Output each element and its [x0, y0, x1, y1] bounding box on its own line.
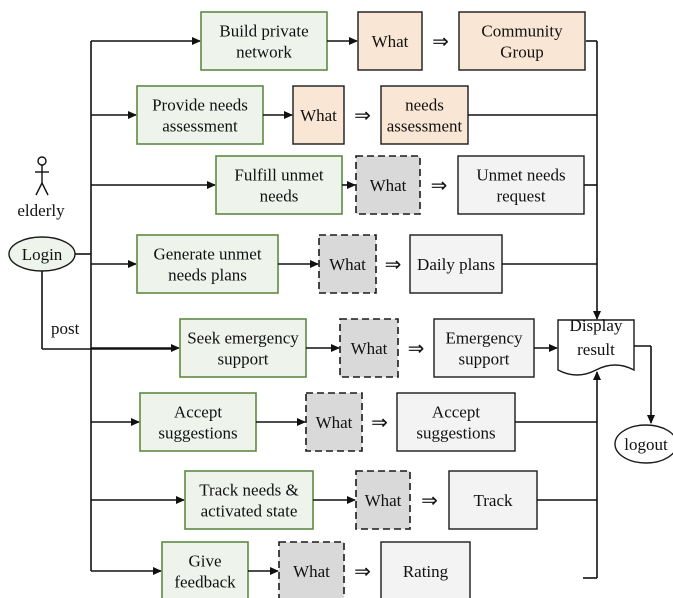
- function-label-line-2: assessment: [162, 117, 238, 136]
- what-box[interactable]: What: [339, 318, 399, 378]
- result-label-line-2: request: [496, 187, 545, 206]
- implies-icon: ⇒: [431, 175, 448, 197]
- result-label-line-1: needs: [405, 96, 444, 115]
- result-label-line-1: Unmet needs: [476, 166, 565, 185]
- function-label-line-1: Track needs &: [199, 481, 298, 500]
- what-box[interactable]: What: [355, 470, 411, 530]
- function-box[interactable]: Generate unmet needs plans: [136, 234, 279, 294]
- what-label: What: [293, 562, 330, 581]
- row-2: Provide needs assessment What ⇒ needs assessm…: [91, 85, 597, 145]
- result-box[interactable]: needs assessment: [380, 85, 469, 145]
- function-label-line-1: Generate unmet: [153, 245, 261, 264]
- function-box[interactable]: Build private network: [200, 11, 328, 71]
- result-label-line-1: Emergency: [445, 329, 523, 348]
- implies-icon: ⇒: [354, 561, 371, 583]
- function-label-line-1: Provide needs: [152, 96, 248, 115]
- result-label-line-1: Community: [481, 22, 563, 41]
- implies-icon: ⇒: [421, 490, 438, 512]
- elderly-actor-icon: [35, 156, 49, 196]
- what-box[interactable]: What: [318, 234, 377, 294]
- result-box[interactable]: Accept suggestions: [396, 392, 516, 452]
- row-7: Track needs & activated state What ⇒ Track: [91, 470, 597, 530]
- result-label-line-2: suggestions: [416, 424, 495, 443]
- result-label-line-2: assessment: [387, 117, 463, 136]
- logout-node[interactable]: logout: [614, 424, 673, 464]
- result-box[interactable]: Track: [448, 470, 538, 530]
- row-5: Seek emergency support What ⇒ Emergency suppo…: [91, 318, 558, 378]
- display-result-node[interactable]: Display result: [557, 316, 635, 376]
- function-label-line-2: suggestions: [158, 424, 237, 443]
- row-4: Generate unmet needs plans What ⇒ Daily plan…: [91, 234, 597, 294]
- trunk-lines: [41, 41, 176, 571]
- login-label: Login: [22, 245, 63, 264]
- function-box[interactable]: Track needs & activated state: [184, 470, 314, 530]
- function-label-line-2: support: [218, 350, 269, 369]
- display-result-line2: result: [577, 340, 615, 359]
- result-box[interactable]: Unmet needs request: [457, 155, 585, 215]
- function-box[interactable]: Provide needs assessment: [136, 85, 264, 145]
- row-6: Accept suggestions What ⇒ Accept suggestions: [91, 392, 597, 452]
- function-label-line-1: Seek emergency: [187, 329, 299, 348]
- function-label-line-2: needs: [260, 187, 299, 206]
- what-box[interactable]: What: [357, 11, 423, 71]
- function-box[interactable]: Fulfill unmet needs: [215, 155, 343, 215]
- what-label: What: [351, 339, 388, 358]
- result-box[interactable]: Rating: [380, 541, 471, 598]
- function-box[interactable]: Give feedback: [161, 541, 249, 598]
- implies-icon: ⇒: [385, 254, 402, 276]
- what-box[interactable]: What: [292, 85, 345, 145]
- function-label-line-2: needs plans: [168, 266, 247, 285]
- rows-layer: Build privatenetworkWhat⇒CommunityGroupP…: [91, 11, 597, 598]
- result-label-line-1: Track: [473, 491, 513, 510]
- what-box[interactable]: What: [305, 392, 363, 452]
- function-label-line-1: Build private: [219, 22, 308, 41]
- result-label-line-2: Group: [500, 43, 543, 62]
- what-box[interactable]: What: [278, 541, 345, 598]
- display-result-line1: Display: [570, 316, 623, 335]
- function-label-line-1: Give: [188, 552, 221, 571]
- post-label: post: [51, 319, 80, 338]
- function-label-line-1: Fulfill unmet: [234, 166, 324, 185]
- function-label-line-2: network: [236, 43, 292, 62]
- function-box[interactable]: Seek emergency support: [179, 318, 307, 378]
- what-label: What: [370, 176, 407, 195]
- row-8: Give feedback What ⇒ Rating: [91, 541, 471, 598]
- result-label-line-2: support: [459, 350, 510, 369]
- function-label-line-2: activated state: [201, 502, 298, 521]
- implies-icon: ⇒: [354, 105, 371, 127]
- result-box[interactable]: Emergency support: [433, 318, 535, 378]
- login-node[interactable]: Login: [8, 236, 76, 272]
- implies-icon: ⇒: [432, 31, 449, 53]
- what-label: What: [316, 413, 353, 432]
- actor-label: elderly: [17, 201, 65, 220]
- result-label-line-1: Rating: [403, 562, 449, 581]
- function-box[interactable]: Accept suggestions: [139, 392, 257, 452]
- row-3: Fulfill unmet needs What ⇒ Unmet needs reques…: [91, 155, 597, 215]
- result-label-line-1: Daily plans: [417, 255, 495, 274]
- implies-icon: ⇒: [408, 338, 425, 360]
- what-box[interactable]: What: [355, 155, 421, 215]
- logout-label: logout: [624, 435, 668, 454]
- what-label: What: [372, 32, 409, 51]
- collector-lines: [583, 40, 655, 579]
- function-label-line-2: feedback: [174, 573, 236, 592]
- implies-icon: ⇒: [371, 412, 388, 434]
- what-label: What: [365, 491, 402, 510]
- what-label: What: [300, 106, 337, 125]
- function-label-line-1: Accept: [174, 403, 222, 422]
- what-label: What: [329, 255, 366, 274]
- result-label-line-1: Accept: [432, 403, 480, 422]
- result-box[interactable]: Daily plans: [409, 234, 503, 294]
